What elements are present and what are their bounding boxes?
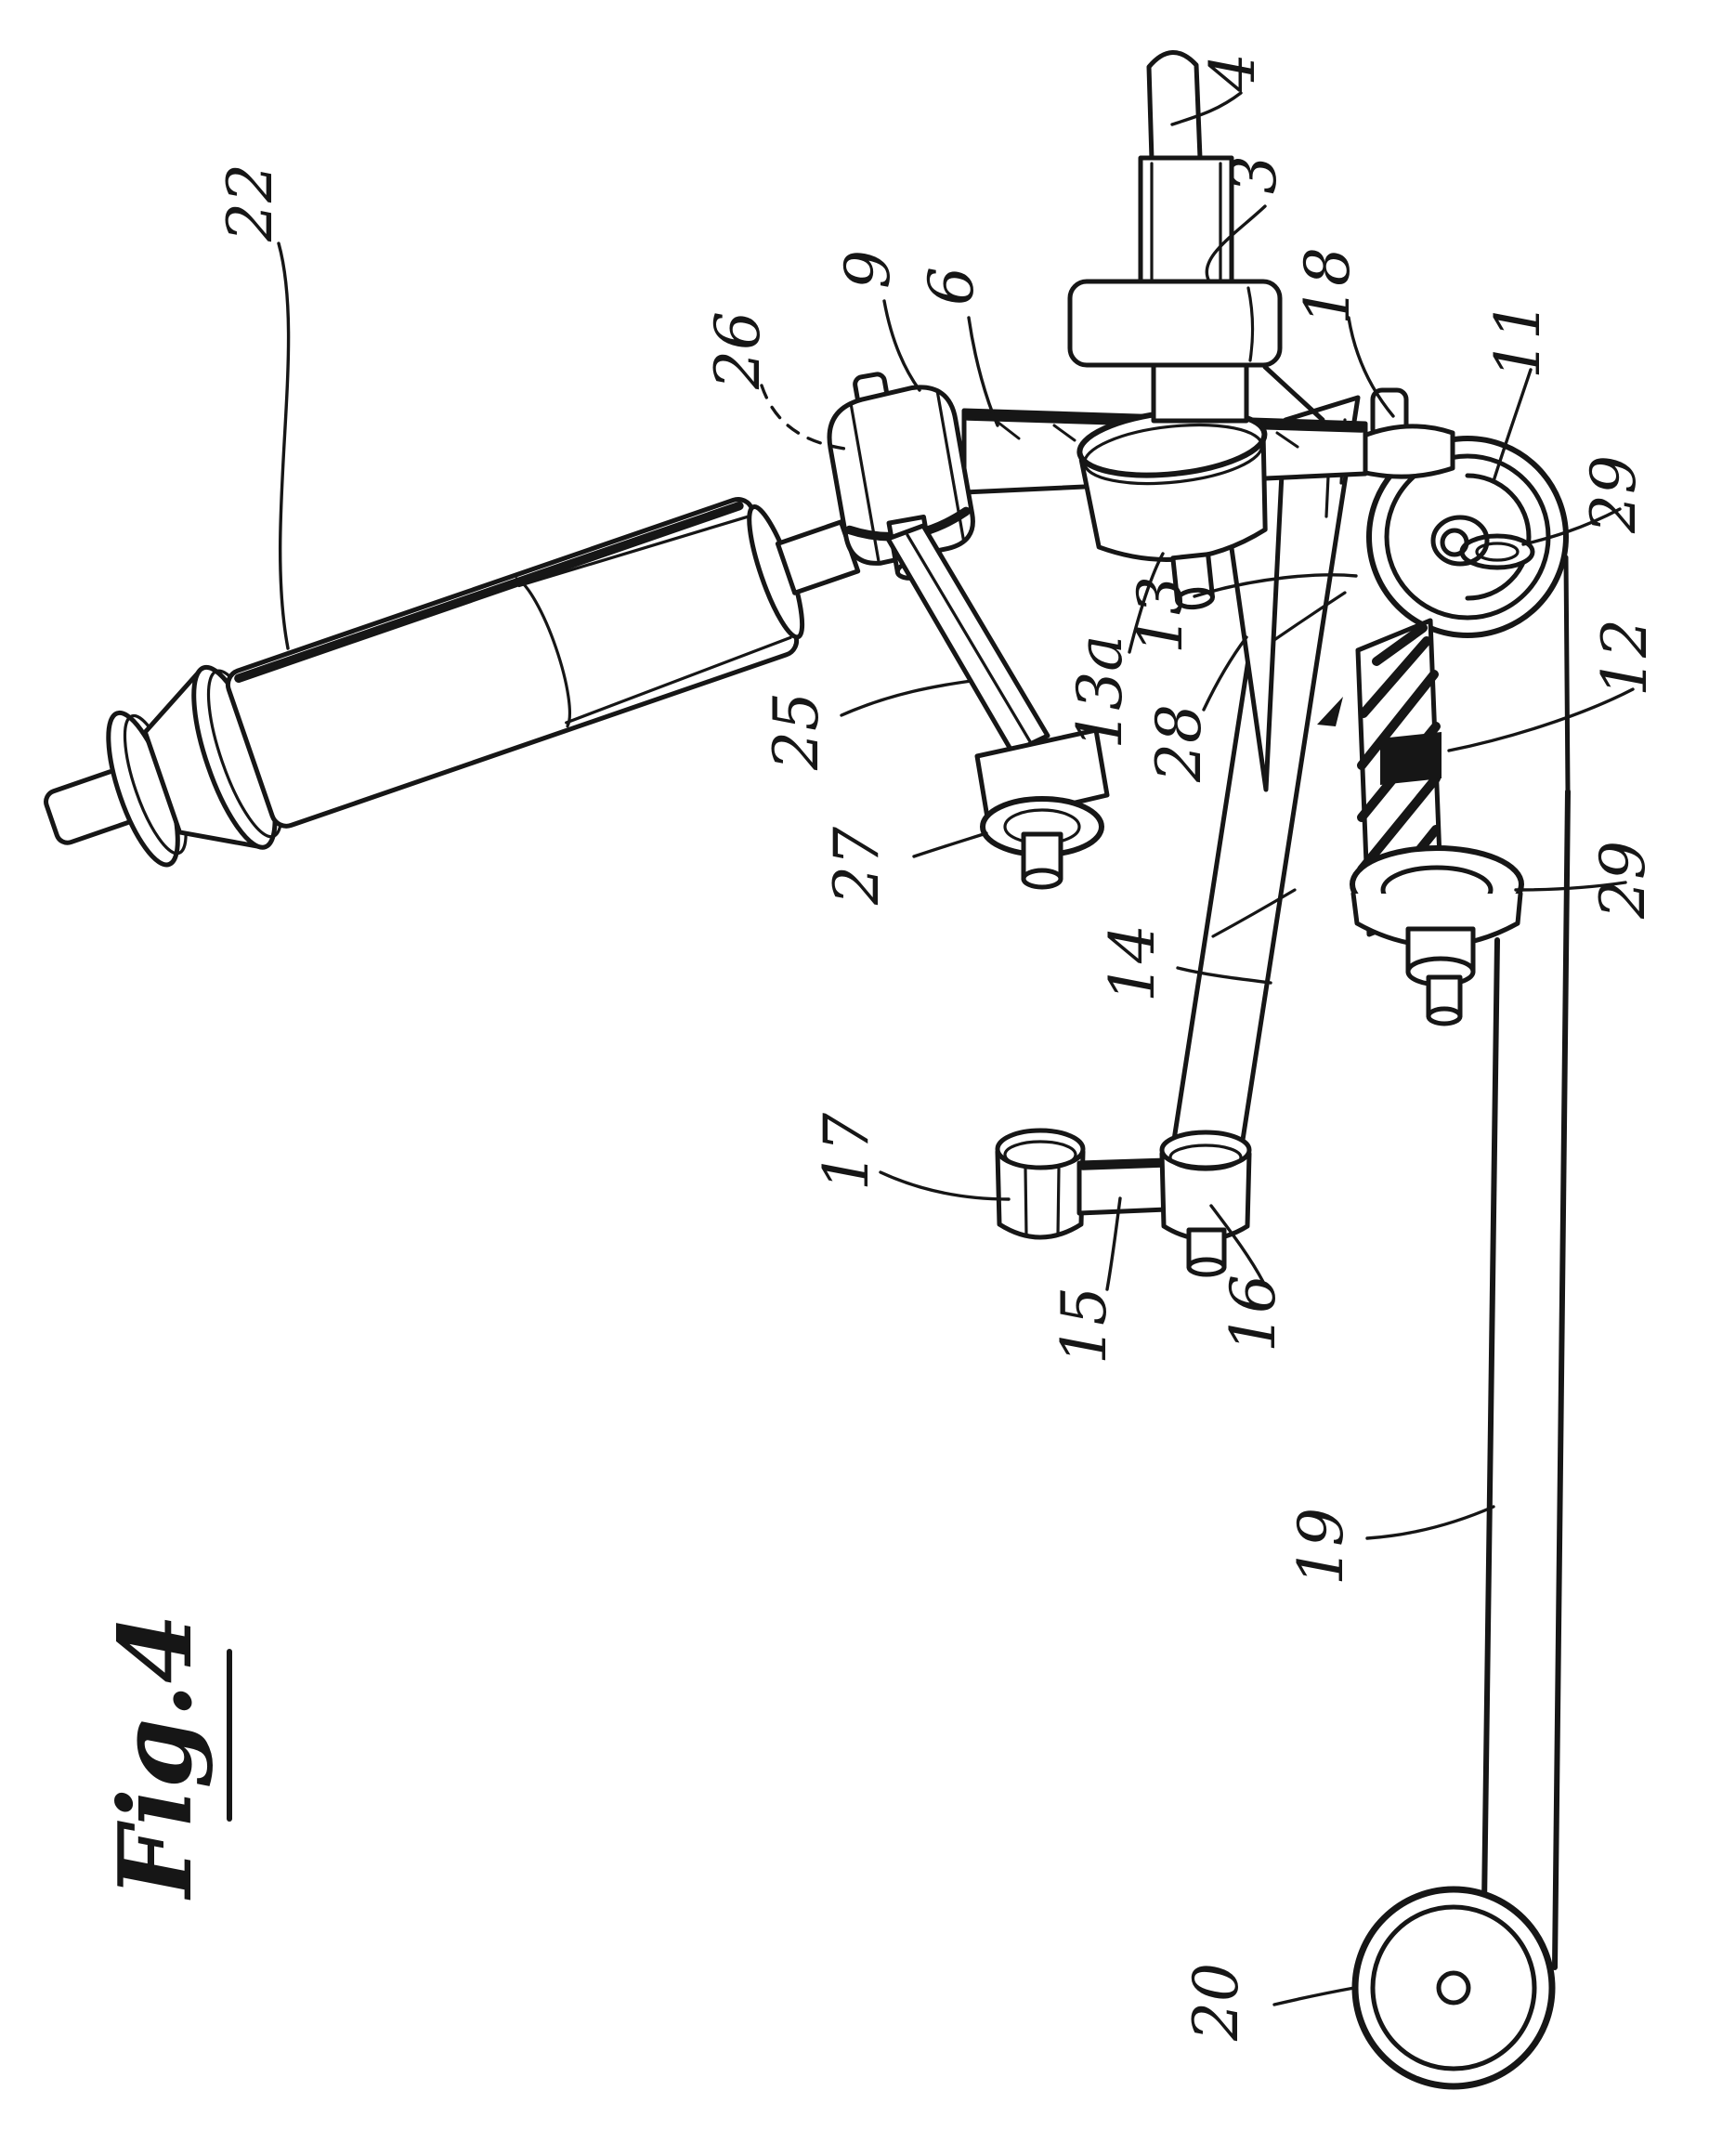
ref-label-20: 20 bbox=[1181, 1963, 1252, 2042]
part-lower-bearing-29 bbox=[1350, 845, 1524, 1026]
wheel-tire bbox=[1351, 1886, 1556, 2090]
part-kingpin-clamp bbox=[1359, 387, 1455, 479]
shock-barrel-top-edge bbox=[234, 501, 744, 683]
leader-27 bbox=[912, 831, 988, 858]
ref-label-11: 11 bbox=[1482, 301, 1554, 379]
leader-19 bbox=[1365, 1505, 1495, 1540]
leader-22 bbox=[277, 242, 291, 650]
ref-label-6: 6 bbox=[916, 267, 987, 306]
ref-label-3: 3 bbox=[1219, 155, 1290, 194]
leader-14 bbox=[1176, 966, 1272, 985]
ref-label-16: 16 bbox=[1218, 1274, 1289, 1352]
ref-label-26: 26 bbox=[702, 311, 774, 390]
leader-15 bbox=[1105, 1196, 1122, 1291]
housing-neck bbox=[1151, 362, 1249, 424]
figure-title: Fig.4 bbox=[98, 1614, 215, 1901]
ref-label-4: 4 bbox=[1197, 53, 1269, 93]
ref-label-25: 25 bbox=[761, 692, 832, 771]
ref-label-15: 15 bbox=[1049, 1287, 1120, 1365]
bushing-17 bbox=[995, 1128, 1086, 1240]
leader-17 bbox=[879, 1170, 1011, 1201]
reference-numerals: 22 26 9 6 4 3 18 11 29 12 13a 13 28 25 2… bbox=[215, 53, 1661, 2042]
leader-6 bbox=[967, 316, 999, 427]
ref-label-29b: 29 bbox=[1587, 841, 1659, 920]
leader-9 bbox=[882, 299, 921, 392]
part-drop-link-25 bbox=[885, 523, 1050, 755]
dark-band bbox=[1380, 732, 1442, 785]
leader-lines bbox=[277, 91, 1635, 2006]
hub-right-silhouette bbox=[1563, 555, 1571, 794]
wheel-axle-hole bbox=[1436, 1970, 1471, 2006]
clamp-body bbox=[1359, 424, 1455, 479]
ref-label-12: 12 bbox=[1589, 619, 1661, 697]
stub-shaft-4 bbox=[1146, 50, 1203, 163]
part-shock-absorber-22 bbox=[44, 497, 861, 868]
ref-label-14: 14 bbox=[1097, 924, 1168, 1002]
leader-16 bbox=[1209, 1204, 1265, 1284]
leader-29a bbox=[1521, 507, 1622, 546]
leader-12 bbox=[1447, 687, 1635, 752]
part-frame-rail-19 bbox=[1481, 789, 1571, 1970]
part-steering-column bbox=[1067, 50, 1325, 424]
ref-label-13: 13 bbox=[1125, 576, 1196, 654]
leader-25 bbox=[840, 679, 973, 717]
leader-26 bbox=[760, 384, 853, 451]
shock-barrel bbox=[225, 497, 800, 829]
housing-gusset bbox=[1262, 364, 1325, 423]
hub-center bbox=[1440, 528, 1469, 557]
leader-18 bbox=[1347, 316, 1395, 418]
ref-label-27: 27 bbox=[821, 827, 893, 906]
part-roller-wheel-20 bbox=[1351, 1886, 1556, 2090]
part-bushing-27 bbox=[974, 727, 1110, 890]
figure-caption: Fig.4 bbox=[98, 1614, 232, 1901]
leader-11 bbox=[1492, 368, 1533, 483]
leader-29b bbox=[1514, 881, 1627, 892]
leader-13a bbox=[1128, 552, 1165, 654]
bushing-block bbox=[974, 727, 1110, 826]
ref-label-18: 18 bbox=[1292, 247, 1363, 325]
leader-3 bbox=[1205, 204, 1267, 283]
part-tie-rod-assembly bbox=[995, 1128, 1252, 1277]
bushing-16 bbox=[1159, 1130, 1252, 1277]
ref-label-22: 22 bbox=[215, 163, 286, 242]
link-15 bbox=[1076, 1157, 1169, 1216]
ref-label-28: 28 bbox=[1143, 704, 1215, 783]
spring-arrow bbox=[1317, 697, 1343, 726]
ref-label-13a: 13a bbox=[1064, 634, 1136, 749]
clevis-body bbox=[827, 385, 975, 566]
ref-label-19: 19 bbox=[1285, 1508, 1357, 1586]
ref-label-29a: 29 bbox=[1578, 455, 1650, 534]
leader-20 bbox=[1272, 1986, 1356, 2006]
wheel-rim bbox=[1370, 1904, 1537, 2071]
shock-barrel-seam bbox=[515, 577, 571, 728]
ref-label-17: 17 bbox=[811, 1113, 882, 1191]
leader-28 bbox=[1202, 635, 1248, 712]
leader-4 bbox=[1170, 91, 1243, 126]
leader-13 bbox=[1193, 573, 1358, 598]
ref-label-9: 9 bbox=[832, 250, 904, 289]
